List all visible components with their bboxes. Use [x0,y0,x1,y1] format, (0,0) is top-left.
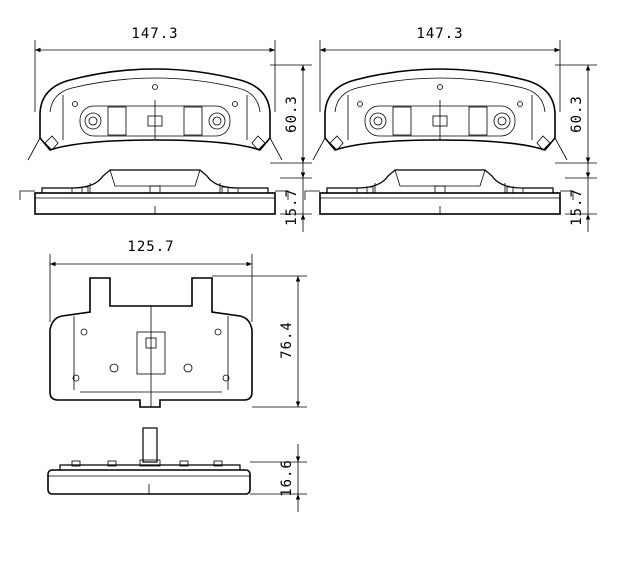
top-right-width-label: 147.3 [416,26,463,42]
top-left-pad: 147.3 60.3 15.7 [19,26,312,232]
top-right-height-label: 60.3 [569,95,585,133]
bottom-height-label: 76.4 [279,321,295,359]
top-right-pad-side [304,169,574,215]
bottom-width-label: 125.7 [127,239,174,255]
top-right-pad-face [312,68,568,161]
top-left-height-label: 60.3 [284,95,300,133]
top-left-pad-face [27,68,283,161]
bottom-pad-side [47,427,251,495]
bottom-pad: 125.7 76.4 16.6 [47,239,307,512]
top-left-thickness-label: 15.7 [284,188,300,226]
bottom-pad-face [49,277,253,408]
bottom-thickness-label: 16.6 [279,459,295,497]
top-left-width-label: 147.3 [131,26,178,42]
top-right-thickness-label: 15.7 [569,188,585,226]
top-left-pad-side [19,169,289,215]
top-right-pad: 147.3 60.3 15.7 [304,26,597,232]
